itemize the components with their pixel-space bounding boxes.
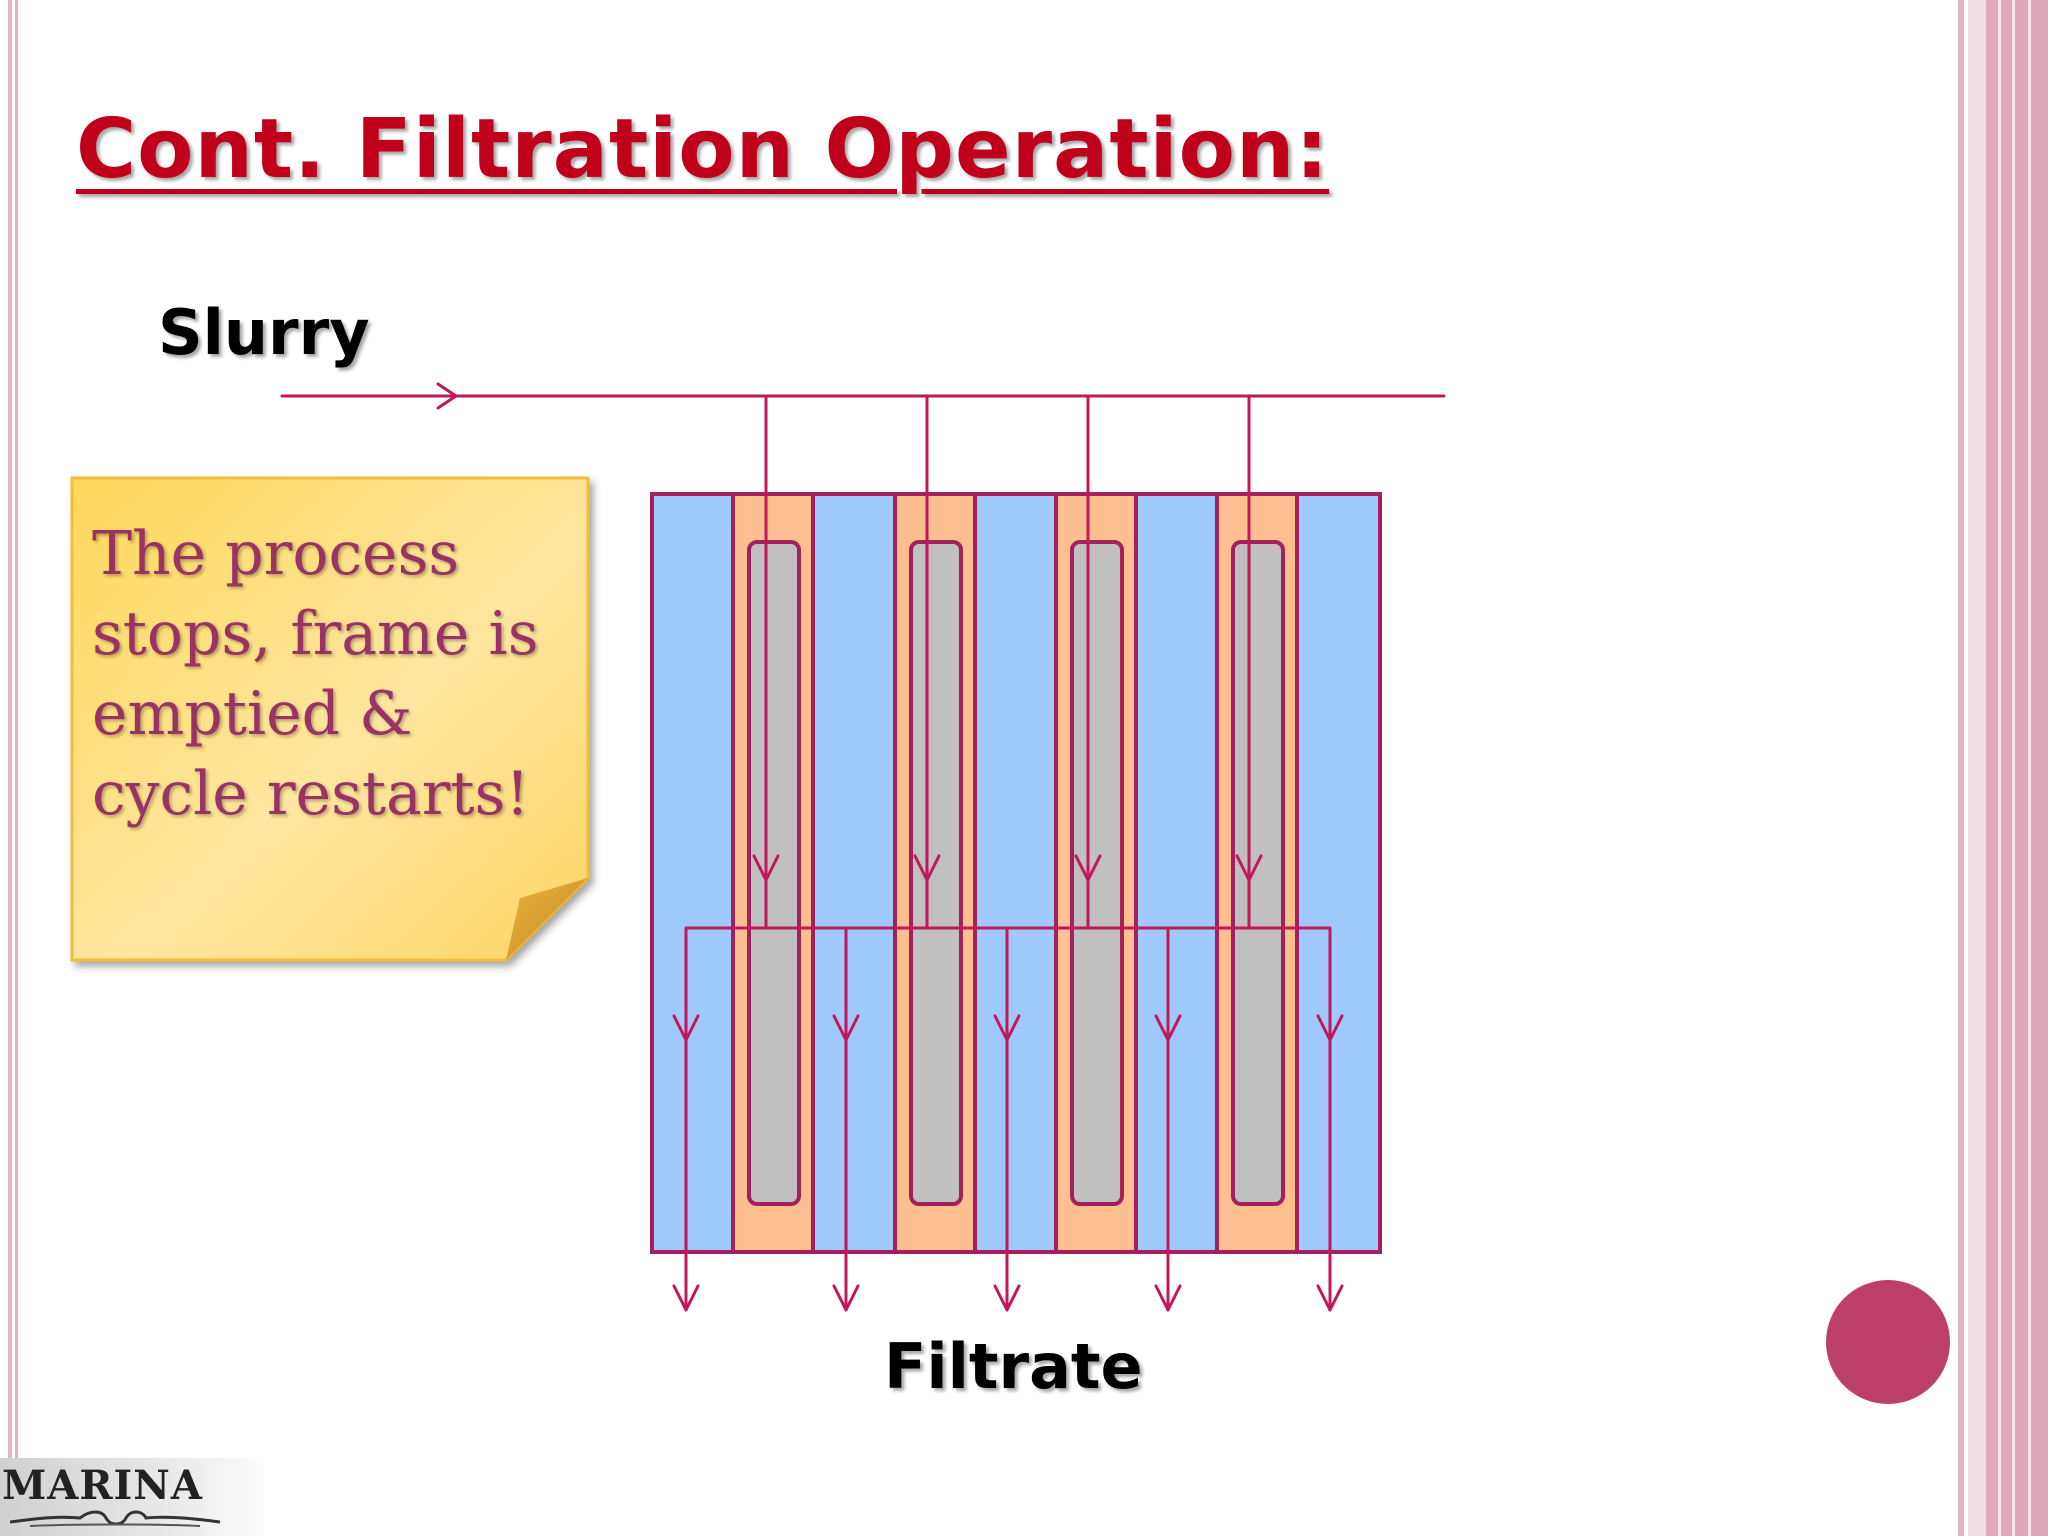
left-border-stripe: [8, 0, 12, 1536]
filtrate-label: Filtrate: [884, 1330, 1143, 1403]
right-border-band: [1968, 0, 1986, 1536]
filter-cake: [1231, 540, 1285, 1206]
filter-cake: [747, 540, 801, 1206]
sticky-note: The process stops, frame is emptied & cy…: [70, 476, 590, 964]
right-border-band: [2012, 0, 2015, 1536]
filter-press-diagram: [280, 382, 1446, 1312]
slide-title: Cont. Filtration Operation:: [76, 102, 1330, 197]
flow-lines: [280, 382, 1446, 1312]
right-border-band: [2028, 0, 2031, 1536]
sticky-note-text: The process stops, frame is emptied & cy…: [92, 519, 539, 829]
marina-logo: MARINA: [0, 1458, 270, 1536]
slurry-label: Slurry: [158, 296, 370, 369]
logo-swirl-icon: [10, 1510, 220, 1527]
left-border-stripe: [15, 0, 18, 1536]
right-border-band: [1998, 0, 2001, 1536]
sticky-note-background: [70, 476, 590, 962]
filter-cake: [909, 540, 963, 1206]
marina-logo-text: MARINA: [2, 1462, 203, 1509]
decorative-dot: [1826, 1280, 1950, 1404]
right-border-band: [1986, 0, 2048, 1536]
right-border-band: [1958, 0, 1964, 1536]
filter-cake: [1070, 540, 1124, 1206]
